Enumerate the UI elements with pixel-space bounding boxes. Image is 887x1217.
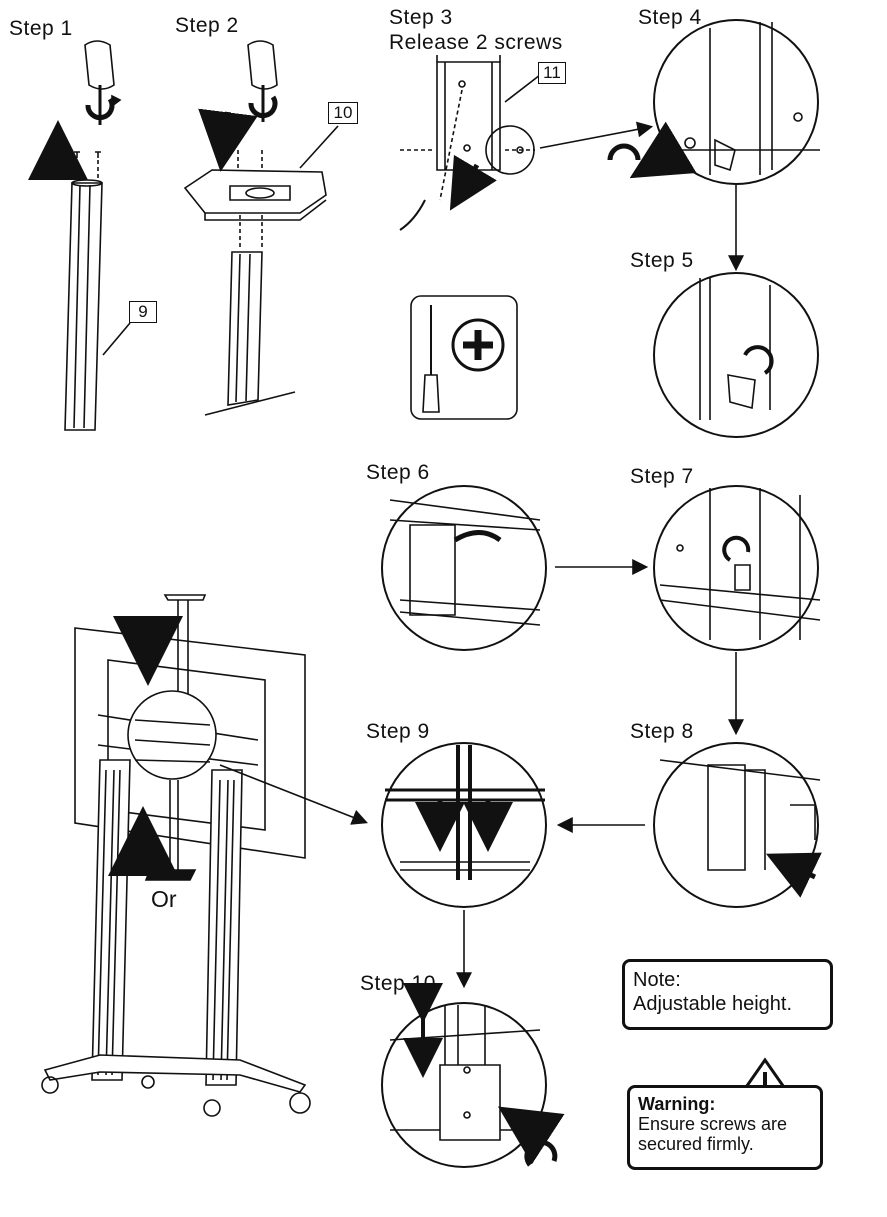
- note-box: Note: Adjustable height.: [622, 959, 833, 1030]
- hand-screwdriver-icon: [84, 40, 122, 125]
- warning-title: Warning:: [638, 1094, 716, 1114]
- warning-text-line1: Ensure screws are: [638, 1114, 788, 1134]
- step9-detail-circle: [381, 742, 547, 908]
- part-number-9: 9: [129, 301, 157, 323]
- step-3-label: Step 3: [389, 6, 453, 29]
- step7-detail-circle: [653, 485, 821, 651]
- tray-plate-part-10: [183, 169, 327, 221]
- step8-detail-circle: [653, 742, 821, 908]
- step6-detail-circle: [381, 485, 547, 651]
- down-arrow-icon: [198, 108, 258, 172]
- pole-part-9-installed: [204, 150, 296, 416]
- hand-screwdriver-icon-2: [247, 40, 278, 122]
- step-5-label: Step 5: [630, 249, 694, 272]
- step4-detail-circle: [653, 19, 820, 185]
- bracket-part-11: [400, 55, 535, 201]
- detail-circle-step3: [485, 125, 535, 175]
- screwdriver-tool-box: [410, 295, 518, 420]
- or-label: Or: [151, 886, 177, 912]
- note-text: Adjustable height.: [633, 993, 793, 1015]
- pole-part-9: [64, 151, 103, 431]
- step-8-label: Step 8: [630, 720, 694, 743]
- step-1-label: Step 1: [9, 17, 73, 40]
- step5-detail-circle: [653, 272, 819, 438]
- part-number-11: 11: [538, 62, 566, 84]
- step-7-label: Step 7: [630, 465, 694, 488]
- warning-box: Warning: Ensure screws are secured firml…: [627, 1085, 823, 1170]
- note-title: Note:: [633, 969, 681, 991]
- step-6-label: Step 6: [366, 461, 430, 484]
- tv-stand-full-assembly: [41, 594, 311, 1117]
- step-9-label: Step 9: [366, 720, 430, 743]
- step-2-label: Step 2: [175, 14, 239, 37]
- step-10-label: Step 10: [360, 972, 436, 995]
- part-number-10: 10: [328, 102, 358, 124]
- warning-text-line2: secured firmly.: [638, 1134, 754, 1154]
- step-3-instruction: Release 2 screws: [389, 31, 563, 54]
- step-4-label: Step 4: [638, 6, 702, 29]
- step10-detail-circle: [381, 1002, 547, 1168]
